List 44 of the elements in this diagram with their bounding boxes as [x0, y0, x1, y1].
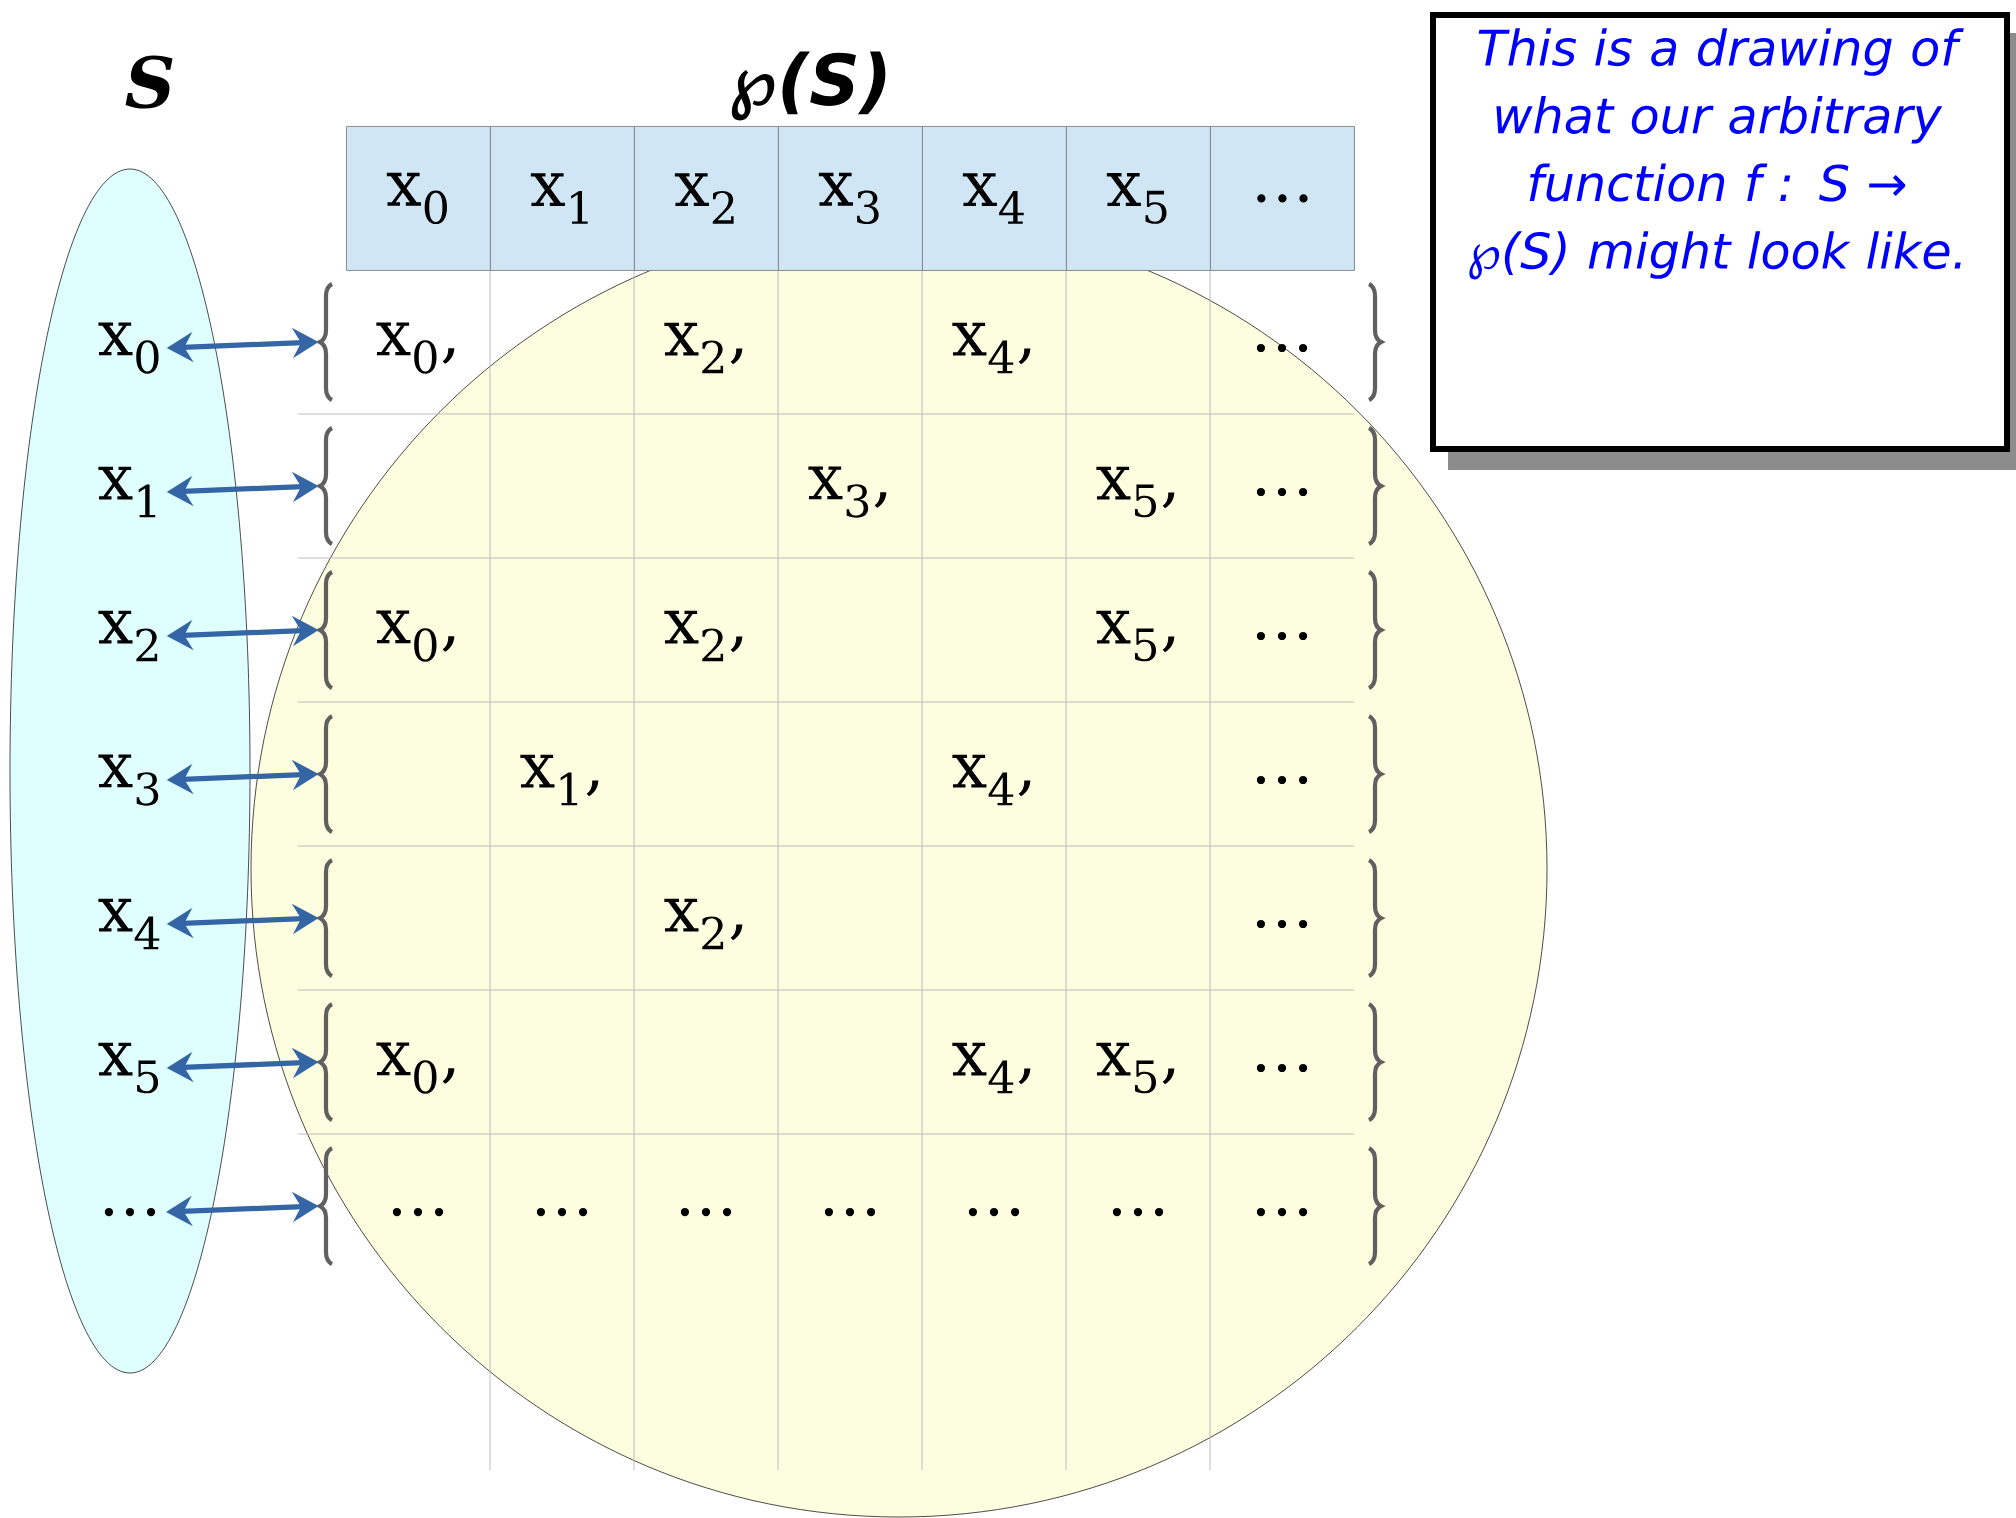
- header-cell: x$_{1}$: [490, 126, 635, 271]
- set-element: …: [104, 1207, 156, 1217]
- set-element: …: [1256, 919, 1308, 929]
- set-element: …: [824, 1207, 876, 1217]
- set-element: …: [1256, 343, 1308, 353]
- set-element: …: [1256, 631, 1308, 641]
- header-cell: x$_{2}$: [634, 126, 779, 271]
- set-element: …: [1256, 775, 1308, 785]
- set-element: x$_{5}$,: [1096, 1042, 1175, 1094]
- note-box: This is a drawing of what our arbitrary function f : S → ℘(S) might look like.: [1430, 12, 2016, 470]
- set-element: …: [536, 1207, 588, 1217]
- set-element: x$_{5}$,: [1096, 466, 1175, 518]
- set-element: …: [1256, 487, 1308, 497]
- set-element: x$_{4}$: [98, 898, 160, 950]
- set-element: x$_{2}$,: [664, 322, 743, 374]
- set-element: x$_{1}$: [98, 466, 156, 518]
- set-element: x$_{4}$,: [952, 322, 1031, 374]
- set-element: …: [1256, 1063, 1308, 1073]
- set-element: …: [968, 1207, 1020, 1217]
- set-element: x$_{3}$,: [808, 466, 887, 518]
- header-cell: x$_{3}$: [778, 126, 923, 271]
- set-element: x$_{2}$,: [664, 898, 743, 950]
- set-element: x$_{5}$: [98, 1042, 159, 1094]
- set-element: x$_{2}$,: [664, 610, 743, 662]
- set-element: x$_{0}$,: [376, 322, 455, 374]
- header-cell: …: [1210, 126, 1355, 271]
- set-element: …: [680, 1207, 732, 1217]
- header-cell: x$_{4}$: [922, 126, 1067, 271]
- set-element: x$_{4}$,: [952, 754, 1031, 806]
- set-label: S: [125, 55, 173, 109]
- set-element: x$_{0}$,: [376, 610, 455, 662]
- set-element: x$_{2}$: [98, 610, 158, 662]
- set-element: x$_{4}$,: [952, 1042, 1031, 1094]
- set-label: ℘(S): [731, 51, 886, 121]
- set-element: …: [1112, 1207, 1164, 1217]
- set-element: x$_{0}$: [98, 322, 159, 374]
- set-element: x$_{0}$,: [376, 1042, 455, 1094]
- set-element: x$_{1}$,: [520, 754, 599, 806]
- set-element: …: [392, 1207, 444, 1217]
- set-element: x$_{3}$: [98, 754, 159, 806]
- header-cell: x$_{5}$: [1066, 126, 1211, 271]
- set-element: …: [1256, 1207, 1308, 1217]
- set-element: x$_{5}$,: [1096, 610, 1175, 662]
- header-cell: x$_{0}$: [346, 126, 491, 271]
